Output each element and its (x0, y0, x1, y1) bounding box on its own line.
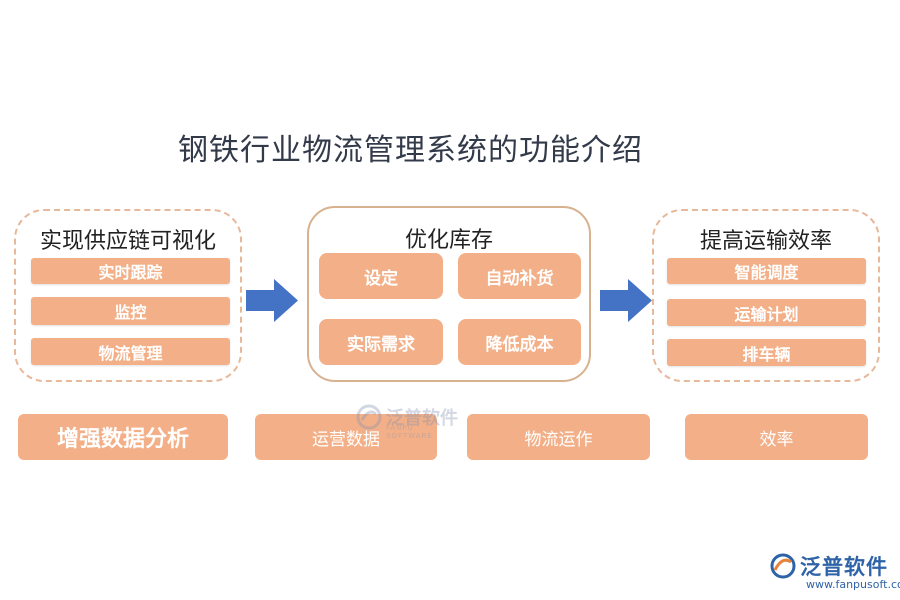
group-transport-efficiency: 提高运输效率 (652, 209, 880, 382)
group-optimize-inventory: 优化库存 (307, 206, 591, 382)
page-title: 钢铁行业物流管理系统的功能介绍 (178, 133, 643, 168)
bottom-box-efficiency: 效率 (685, 414, 868, 460)
brand-logo: 泛普软件 (770, 551, 888, 581)
watermark-subtext: FANPU SOFTWARE (386, 424, 433, 440)
item-transport-plan: 运输计划 (667, 299, 866, 326)
brand-url: www.fanpusoft.com (806, 578, 900, 591)
group-title: 优化库存 (404, 228, 493, 253)
item-logistics-management: 物流管理 (31, 338, 230, 365)
bottom-box-logistics-operation: 物流运作 (467, 414, 650, 460)
arrow-right-icon (246, 279, 298, 322)
group-title: 提高运输效率 (699, 229, 832, 254)
item-smart-dispatch: 智能调度 (667, 258, 866, 284)
group-title: 实现供应链可视化 (39, 229, 216, 254)
item-monitoring: 监控 (31, 297, 230, 325)
item-setting: 设定 (319, 253, 443, 299)
watermark: 泛普软件 FANPU SOFTWARE (356, 404, 458, 440)
item-auto-replenishment: 自动补货 (458, 253, 581, 299)
fanpu-logo-icon (356, 404, 382, 430)
item-vehicle-scheduling: 排车辆 (667, 339, 866, 366)
watermark-text: 泛普软件 (386, 408, 458, 429)
fanpu-logo-icon (770, 553, 796, 579)
arrow-right-icon (600, 279, 652, 322)
item-actual-demand: 实际需求 (319, 319, 443, 365)
brand-name: 泛普软件 (800, 555, 888, 579)
item-realtime-tracking: 实时跟踪 (31, 258, 230, 284)
bottom-box-data-analysis: 增强数据分析 (18, 414, 228, 460)
item-reduce-cost: 降低成本 (458, 319, 581, 365)
group-supply-chain-visibility: 实现供应链可视化 (14, 209, 242, 382)
bottom-box-operation-data: 运营数据 (255, 414, 437, 460)
